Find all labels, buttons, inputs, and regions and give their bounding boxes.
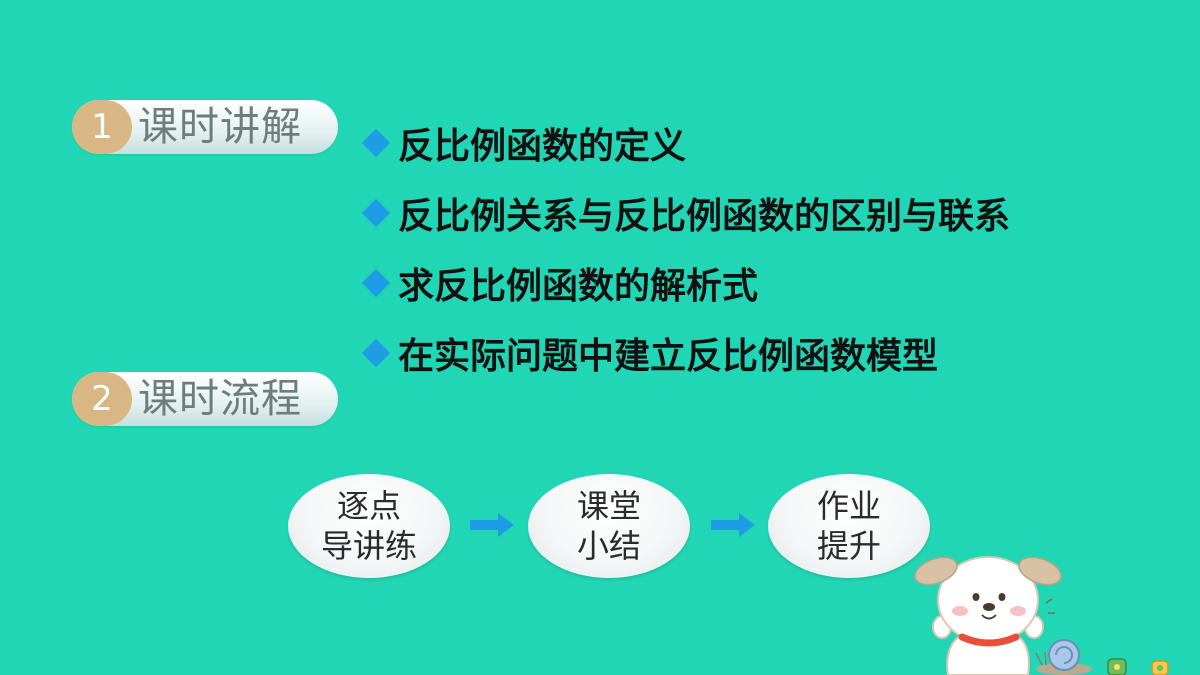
diamond-bullet-icon bbox=[361, 198, 391, 228]
arrow-right-icon bbox=[711, 513, 755, 537]
topic-list: 反比例函数的定义 反比例关系与反比例函数的区别与联系 求反比例函数的解析式 在实… bbox=[360, 108, 1010, 388]
topic-text: 反比例关系与反比例函数的区别与联系 bbox=[398, 196, 1011, 237]
topic-item: 反比例关系与反比例函数的区别与联系 bbox=[360, 178, 1010, 248]
cartoon-dog-icon bbox=[914, 556, 1169, 675]
section-title: 课时流程 bbox=[138, 376, 302, 422]
flow-node-3: 作业 提升 bbox=[768, 474, 930, 578]
flow-node-2: 课堂 小结 bbox=[528, 474, 690, 578]
diamond-bullet-icon bbox=[361, 128, 391, 158]
section-number-badge: 2 bbox=[72, 372, 132, 426]
topic-item: 反比例函数的定义 bbox=[360, 108, 1010, 178]
topic-text: 反比例函数的定义 bbox=[398, 126, 687, 167]
diamond-bullet-icon bbox=[361, 268, 391, 298]
flow-node-line: 课堂 bbox=[576, 487, 641, 525]
flow-node-line: 提升 bbox=[816, 527, 881, 565]
section-number-badge: 1 bbox=[72, 100, 132, 154]
topic-text: 求反比例函数的解析式 bbox=[398, 266, 759, 307]
flow-node-line: 导讲练 bbox=[320, 527, 417, 565]
flow-node-line: 逐点 bbox=[336, 487, 401, 525]
section-title: 课时讲解 bbox=[138, 104, 302, 150]
topic-text: 在实际问题中建立反比例函数模型 bbox=[398, 336, 939, 377]
topic-item: 在实际问题中建立反比例函数模型 bbox=[360, 318, 1010, 388]
flow-node-line: 小结 bbox=[576, 527, 641, 565]
flow-node-1: 逐点 导讲练 bbox=[288, 474, 450, 578]
flow-node-line: 作业 bbox=[816, 487, 881, 525]
topic-item: 求反比例函数的解析式 bbox=[360, 248, 1010, 318]
arrow-right-icon bbox=[470, 513, 514, 537]
diamond-bullet-icon bbox=[361, 338, 391, 368]
